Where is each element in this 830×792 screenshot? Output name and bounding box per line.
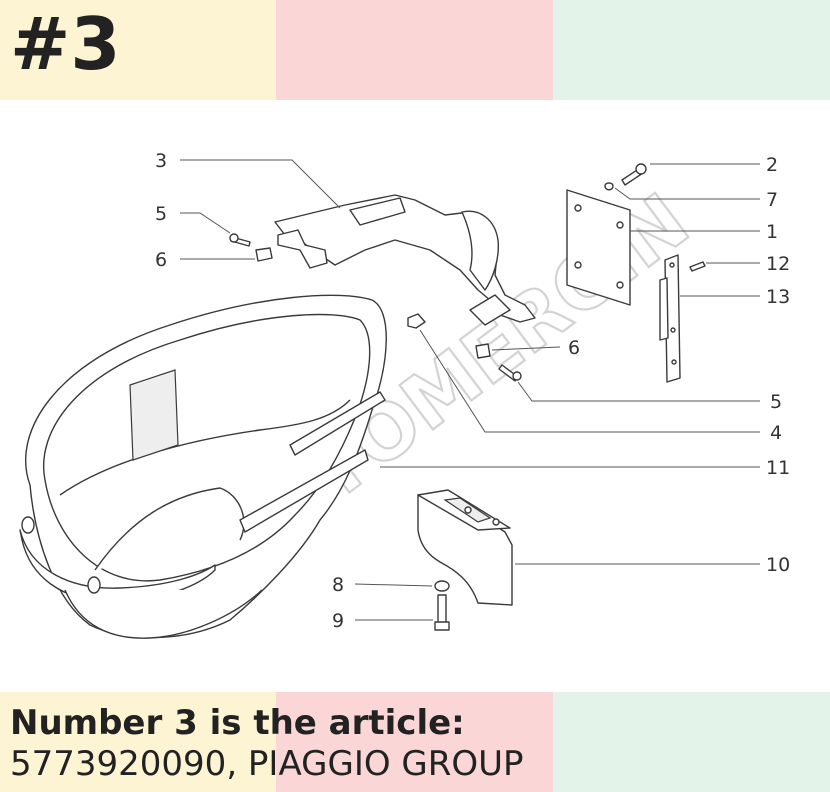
fasteners xyxy=(229,163,706,631)
header-band xyxy=(0,0,830,100)
callout-11: 11 xyxy=(766,457,790,479)
exploded-parts-diagram: MOTOMERCIN xyxy=(19,150,790,639)
callout-4: 4 xyxy=(770,422,782,444)
footer-band-pink xyxy=(276,692,553,792)
callout-13: 13 xyxy=(766,286,790,308)
item-number-badge: #3 xyxy=(10,2,121,86)
part-bracket xyxy=(417,489,513,606)
part-rear-fender xyxy=(274,194,536,326)
callout-6-upper: 6 xyxy=(155,249,167,271)
article-caption: Number 3 is the article: 5773920090, PIA… xyxy=(10,702,524,784)
footer-band xyxy=(0,692,830,792)
callout-2: 2 xyxy=(766,154,778,176)
part-license-plate xyxy=(566,189,631,306)
callout-1: 1 xyxy=(766,221,778,243)
part-plate-strip xyxy=(659,254,681,383)
header-band-mint xyxy=(553,0,830,100)
footer-band-yellow xyxy=(0,692,276,792)
callout-10: 10 xyxy=(766,554,790,576)
callout-5-upper: 5 xyxy=(155,203,167,225)
footer-band-mint xyxy=(553,692,830,792)
header-band-yellow xyxy=(0,0,276,100)
caption-heading: Number 3 is the article: xyxy=(10,703,465,743)
caption-article-number: 5773920090, PIAGGIO GROUP xyxy=(10,744,524,784)
callout-9: 9 xyxy=(332,610,344,632)
callout-7: 7 xyxy=(766,189,778,211)
part-storage-compartment xyxy=(19,294,387,639)
callout-6-lower: 6 xyxy=(568,337,580,359)
callout-labels: 3 5 6 2 7 1 12 13 6 5 4 11 10 8 9 xyxy=(155,150,790,632)
callout-12: 12 xyxy=(766,253,790,275)
header-band-pink xyxy=(276,0,553,100)
callout-5-lower: 5 xyxy=(770,391,782,413)
leader-lines xyxy=(180,159,760,621)
callout-3: 3 xyxy=(155,150,167,172)
callout-8: 8 xyxy=(332,574,344,596)
